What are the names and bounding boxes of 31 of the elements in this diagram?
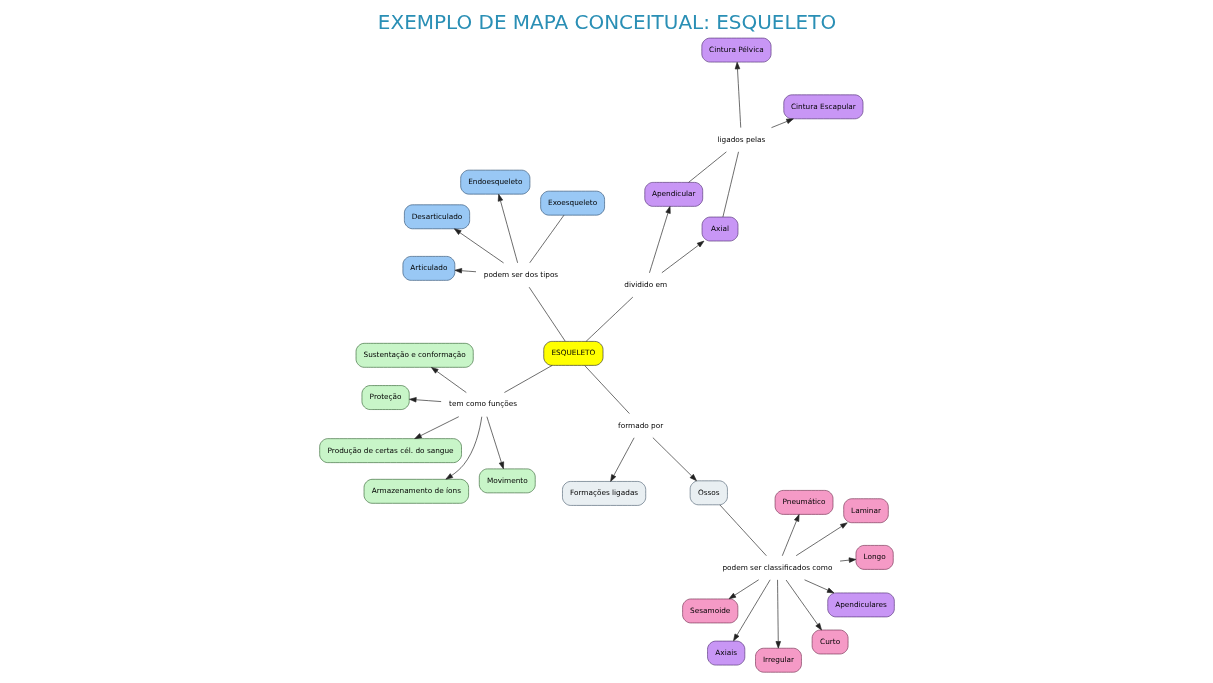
arrow [609, 437, 634, 482]
arrow [454, 268, 476, 274]
arrow [453, 228, 504, 264]
connector [503, 365, 553, 393]
arrow [734, 61, 741, 128]
arrow [430, 367, 467, 393]
arrow [661, 240, 704, 274]
arrow [652, 437, 697, 481]
arrow [839, 557, 856, 563]
arrow [486, 416, 504, 470]
arrow [732, 579, 770, 642]
arrow [445, 416, 482, 480]
arrow [795, 522, 848, 556]
connector [687, 151, 727, 183]
arrow [775, 579, 781, 649]
connector [718, 504, 767, 557]
connector [583, 365, 630, 414]
connector [528, 286, 566, 342]
arrow [781, 514, 799, 557]
arrow [413, 416, 459, 439]
arrow [728, 579, 759, 600]
arrow [497, 193, 518, 264]
arrow [648, 206, 671, 274]
connector [585, 296, 633, 342]
arrow [785, 579, 822, 631]
diagram-title: EXEMPLO DE MAPA CONCEITUAL: ESQUELETO [377, 10, 836, 35]
connector [722, 151, 739, 218]
arrow [803, 579, 834, 594]
arrow [770, 118, 794, 128]
connector [528, 214, 564, 264]
arrow [408, 397, 441, 403]
